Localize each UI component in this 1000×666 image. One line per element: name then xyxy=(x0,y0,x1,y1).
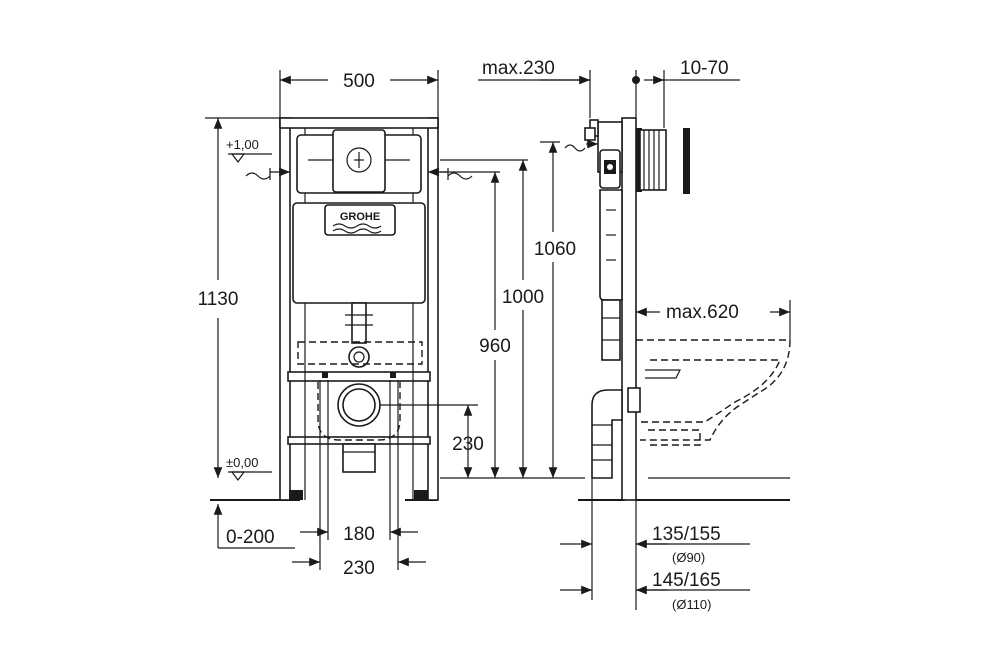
wall-section xyxy=(621,117,637,501)
width-500-label: 500 xyxy=(343,71,375,92)
fixing-230-label: 230 xyxy=(343,558,375,579)
height-960-label: 960 xyxy=(479,336,511,357)
cistern: GROHE xyxy=(292,129,426,368)
outlet-110-label: 145/165 xyxy=(652,570,721,591)
drain-height-230-label: 230 xyxy=(452,434,484,455)
outlet-110-sub: (Ø110) xyxy=(672,597,712,612)
outlet-90-sub: (Ø90) xyxy=(672,550,705,565)
water-inlet-left xyxy=(245,167,290,180)
flush-plate-side xyxy=(636,128,690,194)
drain-pipe xyxy=(322,372,396,473)
level-top-label: +1,00 xyxy=(226,137,259,152)
bowl-outline-front xyxy=(297,341,423,365)
side-module xyxy=(564,119,623,361)
fixing-180-label: 180 xyxy=(343,524,375,545)
wc-bowl-outline-lower xyxy=(648,429,701,446)
side-view: max.230 10-70 max.620 135/155 (Ø90) 145/… xyxy=(478,58,791,612)
depth-max230-label: max.230 xyxy=(482,58,555,79)
projection-max620-label: max.620 xyxy=(666,302,739,323)
height-1000-label: 1000 xyxy=(502,287,544,308)
wc-bowl-outline xyxy=(636,339,791,441)
wall-10-70-label: 10-70 xyxy=(680,58,729,79)
bowl-support-front xyxy=(317,382,401,441)
level-floor-label: ±0,00 xyxy=(226,455,258,470)
side-drain xyxy=(591,387,641,479)
height-1130-label: 1130 xyxy=(198,289,239,310)
front-view: GROHE xyxy=(198,70,585,579)
outlet-90-label: 135/155 xyxy=(652,524,721,545)
height-1060-label: 1060 xyxy=(534,239,576,260)
brand-label: GROHE xyxy=(340,211,380,223)
floor-adjust-label: 0-200 xyxy=(226,527,275,548)
